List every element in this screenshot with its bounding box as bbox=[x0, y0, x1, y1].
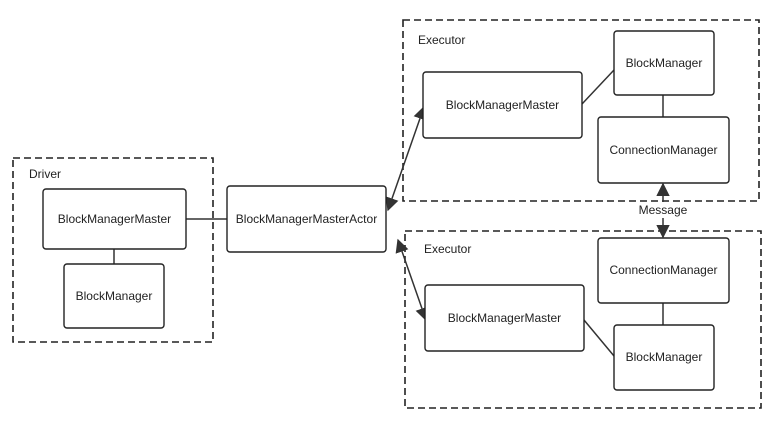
edge-actor-to-exec1-bmm bbox=[385, 105, 427, 212]
message-label-background bbox=[636, 202, 690, 218]
driver-block-manager-box bbox=[63, 263, 165, 329]
executor-bottom-block-manager-node: BlockManager bbox=[613, 324, 715, 391]
executor-bottom-group-label: Executor bbox=[424, 242, 471, 256]
executor-top-block-manager-node: BlockManager bbox=[613, 30, 715, 96]
driver-block-manager-label: BlockManager bbox=[76, 289, 153, 303]
driver-group-label: Driver bbox=[29, 167, 61, 181]
executor-top-block-manager-master-label: BlockManagerMaster bbox=[446, 98, 559, 112]
executor-bottom-group: Executor bbox=[404, 230, 762, 409]
driver-group-border bbox=[12, 157, 214, 343]
executor-bottom-block-manager-master-label: BlockManagerMaster bbox=[448, 311, 561, 325]
executor-bottom-block-manager-box bbox=[613, 324, 715, 391]
executor-top-connection-manager-label: ConnectionManager bbox=[609, 143, 717, 157]
block-manager-master-actor-box bbox=[226, 185, 387, 253]
driver-group: Driver bbox=[12, 157, 214, 343]
executor-bottom-group-border bbox=[404, 230, 762, 409]
executor-bottom-connection-manager-box bbox=[597, 237, 730, 304]
executor-bottom-block-manager-master-box bbox=[424, 284, 585, 352]
executor-bottom-block-manager-label: BlockManager bbox=[626, 350, 703, 364]
executor-top-block-manager-label: BlockManager bbox=[626, 56, 703, 70]
executor-top-block-manager-box bbox=[613, 30, 715, 96]
driver-block-manager-master-box bbox=[42, 188, 187, 250]
edge-exec1-bmm-to-exec1-bm bbox=[581, 69, 615, 105]
executor-bottom-block-manager-master-node: BlockManagerMaster bbox=[424, 284, 585, 352]
executor-top-connection-manager-box bbox=[597, 116, 730, 184]
executor-bottom-connection-manager-label: ConnectionManager bbox=[609, 263, 717, 277]
driver-block-manager-node: BlockManager bbox=[63, 263, 165, 329]
message-label: Message bbox=[639, 203, 688, 217]
message-edge: Message bbox=[636, 182, 690, 239]
executor-bottom-connection-manager-node: ConnectionManager bbox=[597, 237, 730, 304]
edge-actor-to-exec2-bmm bbox=[395, 238, 429, 322]
executor-top-block-manager-master-box bbox=[422, 71, 583, 139]
driver-block-manager-master-node: BlockManagerMaster bbox=[42, 188, 187, 250]
executor-top-connection-manager-node: ConnectionManager bbox=[597, 116, 730, 184]
executor-top-group-label: Executor bbox=[418, 33, 465, 47]
edge-exec2-bmm-to-exec2-bm bbox=[583, 319, 615, 357]
block-manager-master-actor-node: BlockManagerMasterActor bbox=[226, 185, 387, 253]
executor-top-block-manager-master-node: BlockManagerMaster bbox=[422, 71, 583, 139]
driver-block-manager-master-label: BlockManagerMaster bbox=[58, 212, 171, 226]
block-manager-master-actor-label: BlockManagerMasterActor bbox=[236, 212, 377, 226]
